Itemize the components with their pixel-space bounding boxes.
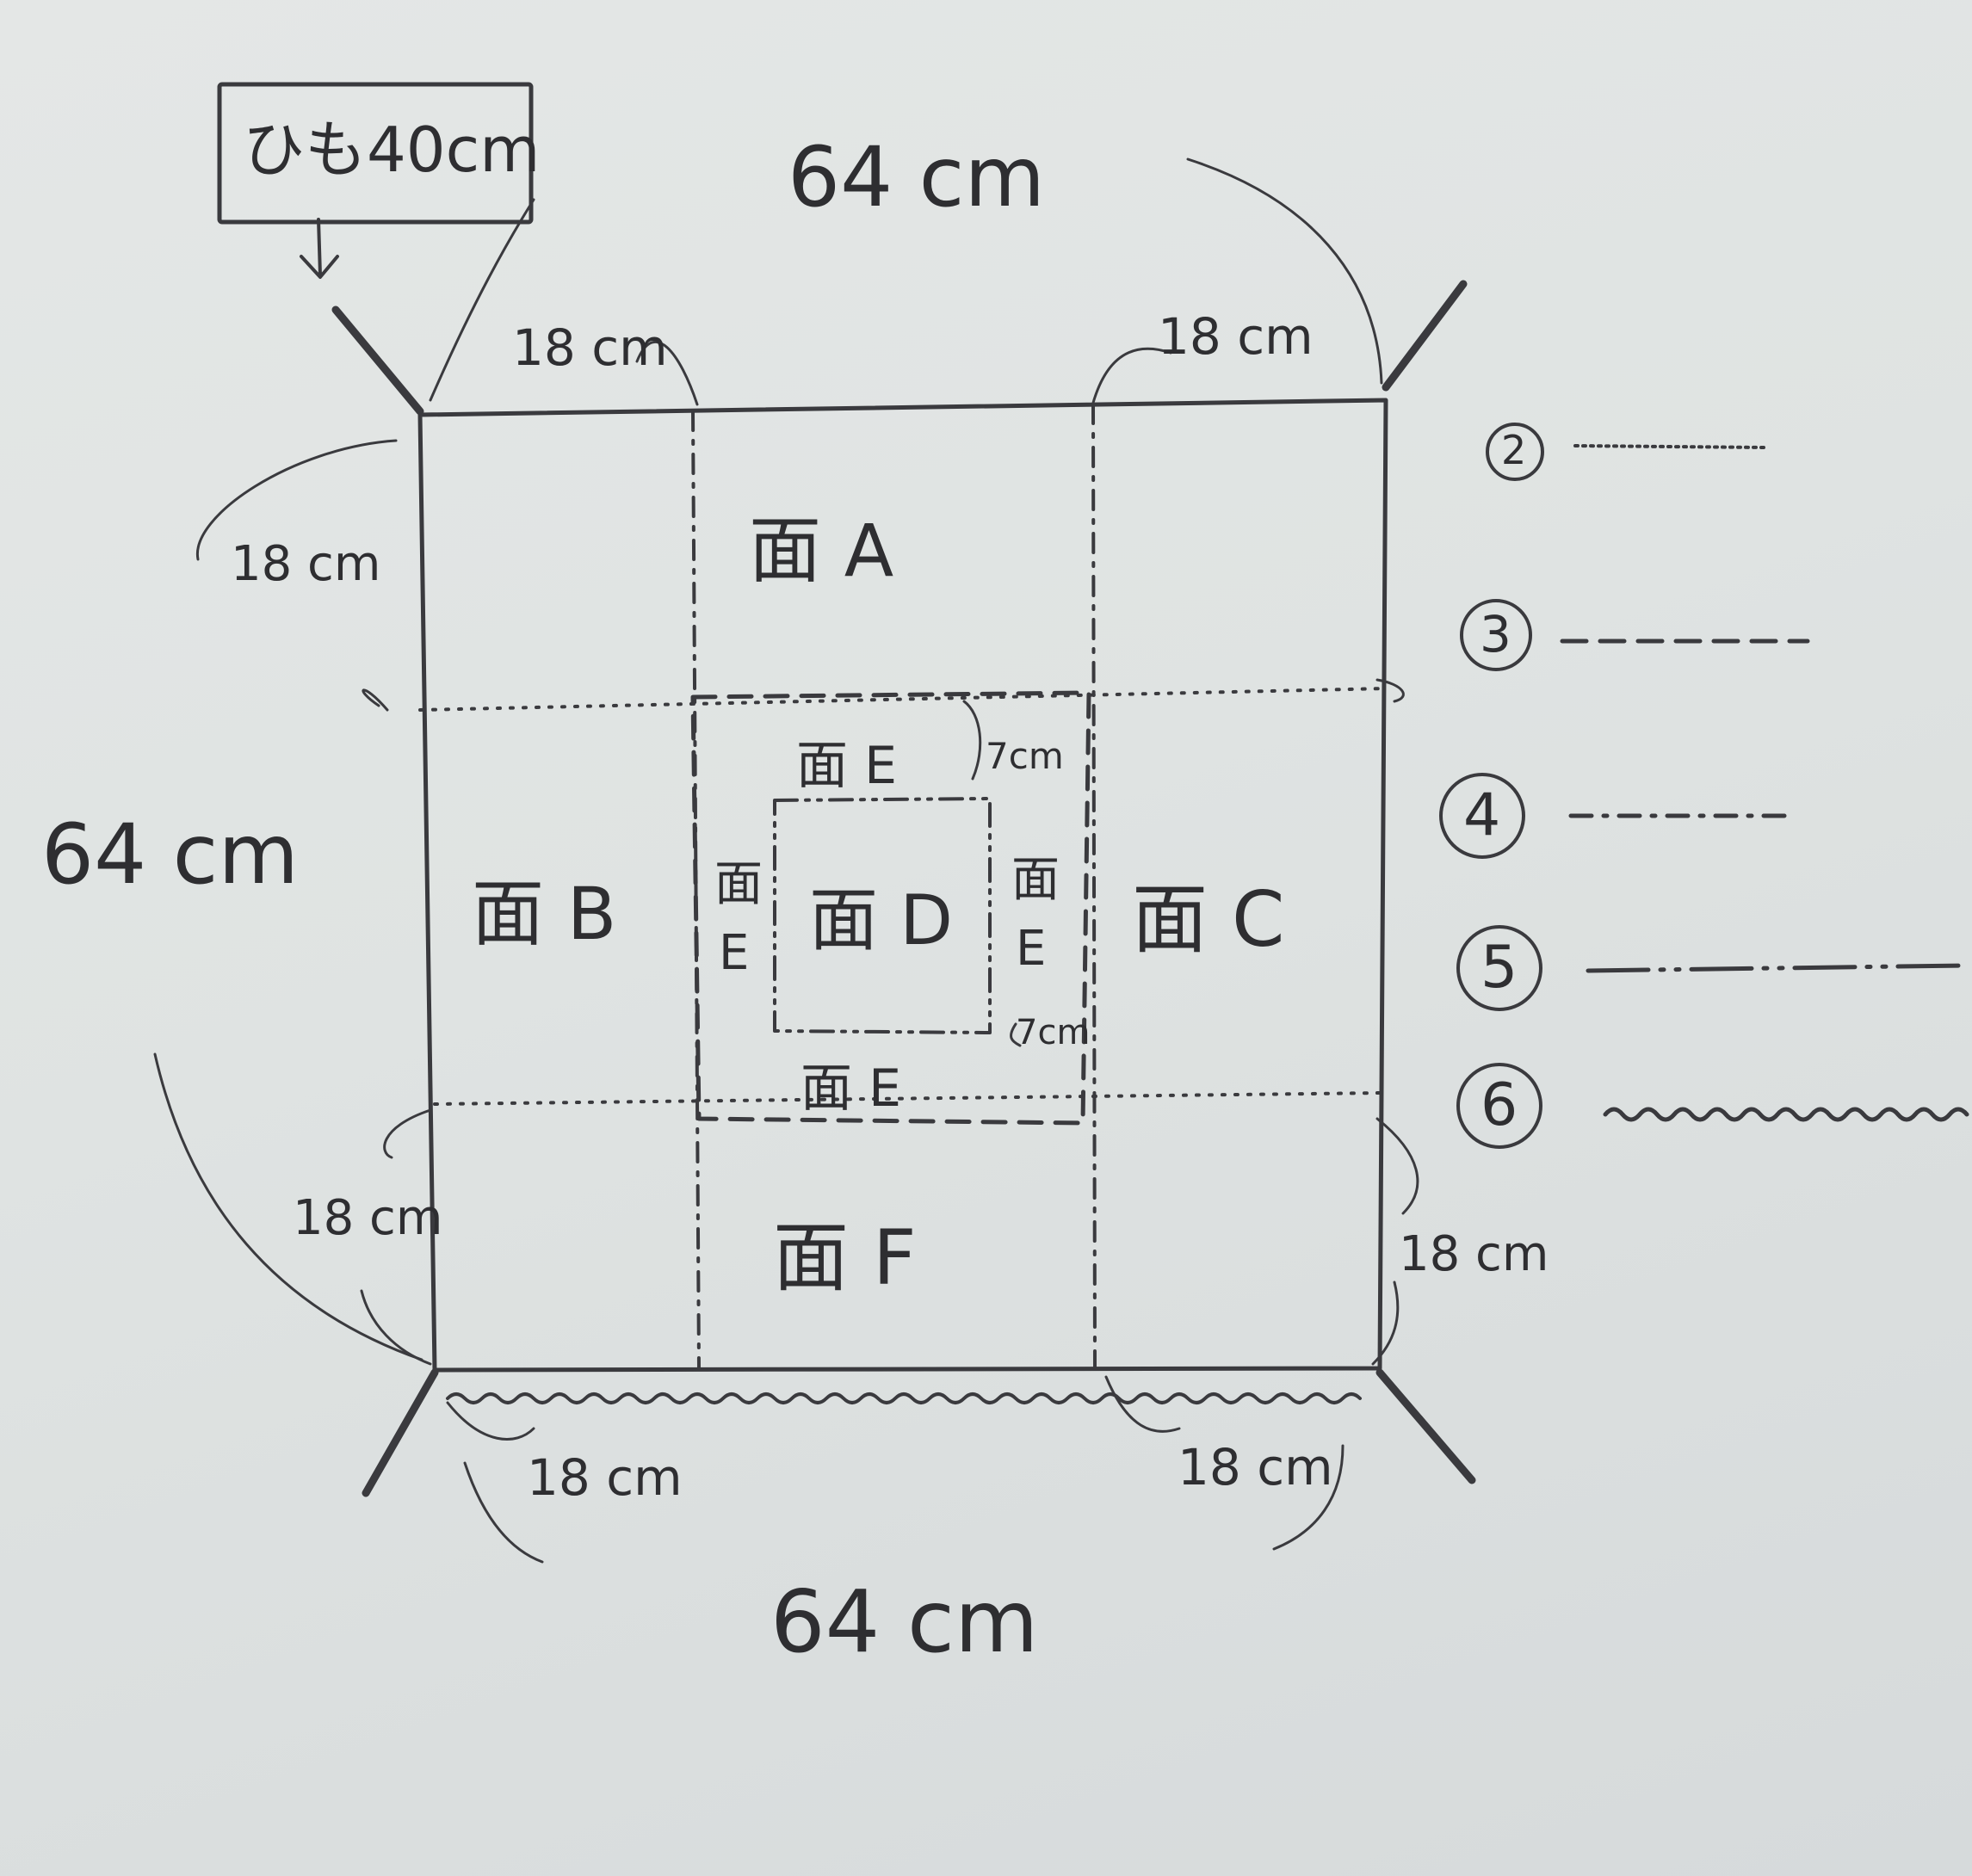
string-top-left: [331, 305, 424, 416]
arc-top-left-seg: [635, 340, 699, 406]
face-e-left-label-2: E: [719, 925, 750, 981]
dim-seg-top-left: 18 cm: [512, 318, 668, 377]
arc-inner-top: [962, 700, 982, 781]
dim-left: 64 cm: [41, 806, 299, 903]
fold-line-lower: [433, 1091, 1383, 1106]
dim-inner-bottom: 7cm: [1016, 1013, 1091, 1052]
arc-left-upper: [196, 439, 398, 712]
legend-circle-3: [1460, 599, 1532, 671]
legend-number-2: 2: [1501, 427, 1527, 473]
legend-number-3: 3: [1480, 605, 1511, 663]
dim-seg-bottom-left: 18 cm: [527, 1448, 683, 1507]
legend-circle-4: [1439, 773, 1525, 859]
note-arrow: [300, 218, 339, 279]
legend-circle-2: [1486, 423, 1544, 481]
legend-line-5: [1586, 963, 1965, 973]
legend-circle-5: [1456, 925, 1542, 1011]
outer-square: [417, 398, 1388, 1373]
arc-top-right-seg: [1091, 347, 1172, 404]
face-e-right-label-2: E: [1016, 921, 1047, 977]
legend-line-2: [1573, 444, 1766, 449]
face-d-label: 面 D: [809, 880, 954, 960]
dim-seg-right-lower: 18 cm: [1399, 1226, 1549, 1282]
arc-top-left: [429, 198, 535, 402]
dim-seg-top-right: 18 cm: [1158, 307, 1314, 366]
fold-line-upper: [418, 687, 1388, 712]
face-f-label: 面 F: [773, 1213, 917, 1302]
string-bottom-left: [362, 1368, 439, 1497]
inner-square: [773, 797, 992, 1034]
face-e-bottom-label: 面 E: [801, 1058, 901, 1119]
face-c-label: 面 C: [1132, 875, 1285, 964]
legend-circle-6: [1456, 1063, 1542, 1149]
dim-seg-left-lower: 18 cm: [293, 1190, 443, 1246]
fold-line-right: [1091, 403, 1097, 1370]
string-note-box: [217, 82, 534, 225]
arc-inner-bottom: [1010, 1022, 1022, 1047]
string-note: ひも40cm: [243, 114, 541, 186]
arc-bottom-left: [446, 1401, 544, 1564]
fold-line-left: [691, 410, 701, 1370]
dim-inner-top: 7cm: [986, 735, 1064, 777]
face-e-right-label-1: 面: [1011, 852, 1060, 908]
dim-bottom: 64 cm: [770, 1571, 1039, 1672]
face-e-left-label-1: 面: [714, 856, 763, 912]
wavy-bottom-edge: [446, 1392, 1362, 1404]
dashed-center-square: [690, 690, 1091, 1126]
arc-right-upper: [1375, 678, 1405, 703]
legend-number-6: 6: [1481, 1071, 1518, 1139]
string-bottom-right: [1375, 1368, 1476, 1484]
arc-bottom-right: [1104, 1375, 1345, 1551]
arc-right-lower: [1371, 1117, 1419, 1366]
dim-seg-bottom-right: 18 cm: [1178, 1438, 1333, 1496]
dim-top: 64 cm: [788, 129, 1045, 225]
face-b-label: 面 B: [472, 872, 617, 956]
legend-number-4: 4: [1463, 781, 1501, 849]
string-top-right: [1382, 280, 1468, 392]
arc-left-lower: [360, 1108, 432, 1366]
legend-line-6: [1603, 1107, 1969, 1122]
dim-seg-left-upper: 18 cm: [231, 536, 381, 592]
arc-top-right: [1186, 157, 1383, 385]
face-e-top-label: 面 E: [796, 736, 897, 796]
face-a-label: 面 A: [749, 509, 894, 593]
arc-left-full: [153, 1052, 423, 1361]
legend-number-5: 5: [1481, 934, 1518, 1002]
